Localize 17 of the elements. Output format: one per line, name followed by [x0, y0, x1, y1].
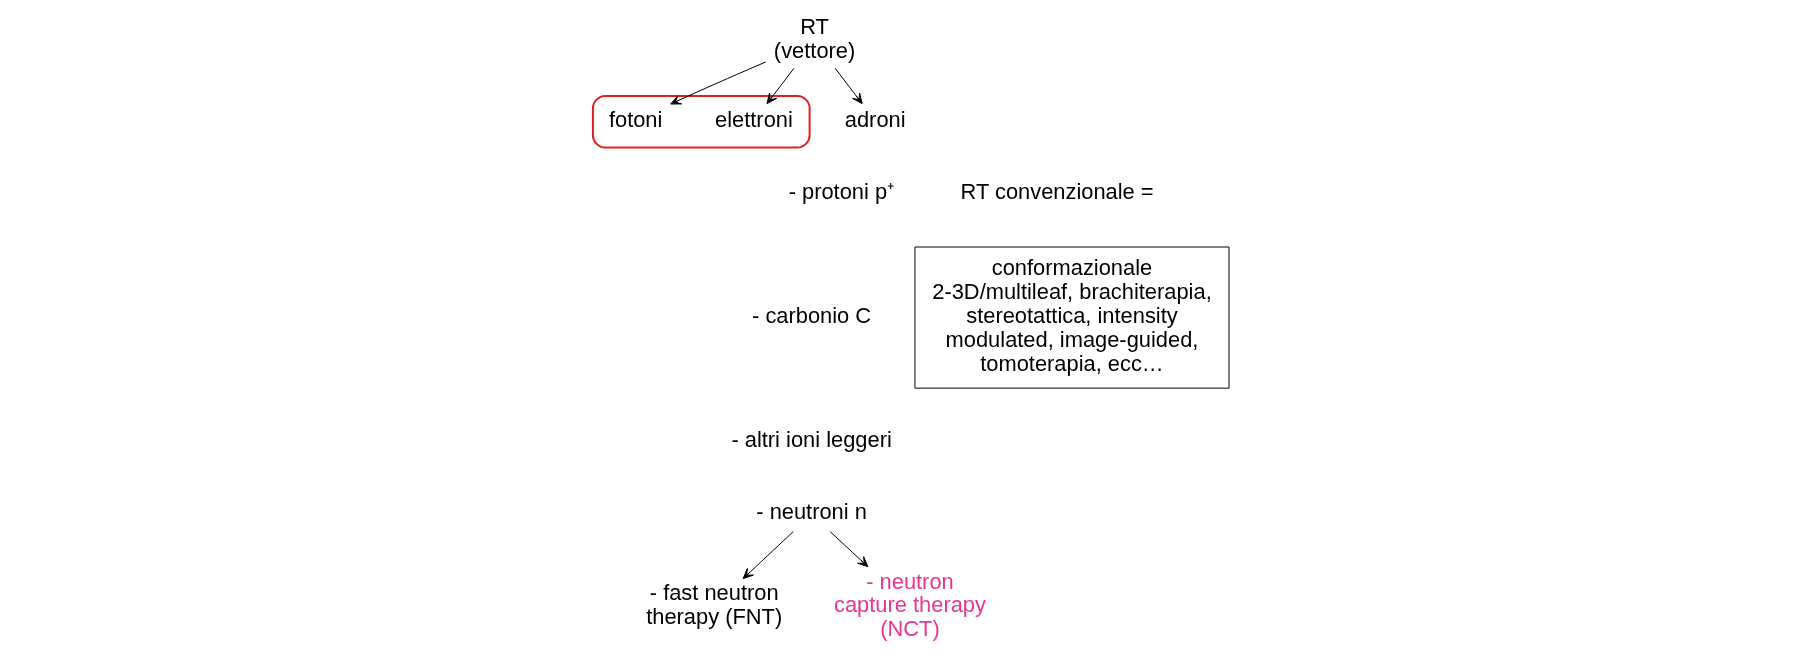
- node-text: - fast neutron therapy (FNT): [646, 580, 783, 630]
- node-text: adroni: [844, 107, 906, 133]
- node-text: fotoni: [608, 107, 663, 133]
- node-text: - neutroni n: [756, 498, 867, 524]
- node-text: RT (vettore): [773, 13, 856, 63]
- label: - carbonio C: [752, 303, 872, 329]
- node-text: RT convenzionale =: [960, 178, 1154, 204]
- arrow: [742, 531, 794, 580]
- arrow: [834, 67, 863, 105]
- node-text: - neutron capture therapy (NCT): [834, 568, 986, 642]
- arrow: [766, 67, 795, 105]
- label: - altri ioni leggeri: [731, 427, 892, 453]
- node-text: elettroni: [715, 107, 793, 133]
- arrow: [670, 61, 767, 105]
- arrow: [829, 531, 869, 568]
- label: - protoni p⁺: [788, 178, 895, 204]
- node-box: conformazionale 2-3D/multileaf, brachiterapia, stereotattica, intensity modulated, image-guided, tomoterapia, ecc…: [914, 246, 1230, 389]
